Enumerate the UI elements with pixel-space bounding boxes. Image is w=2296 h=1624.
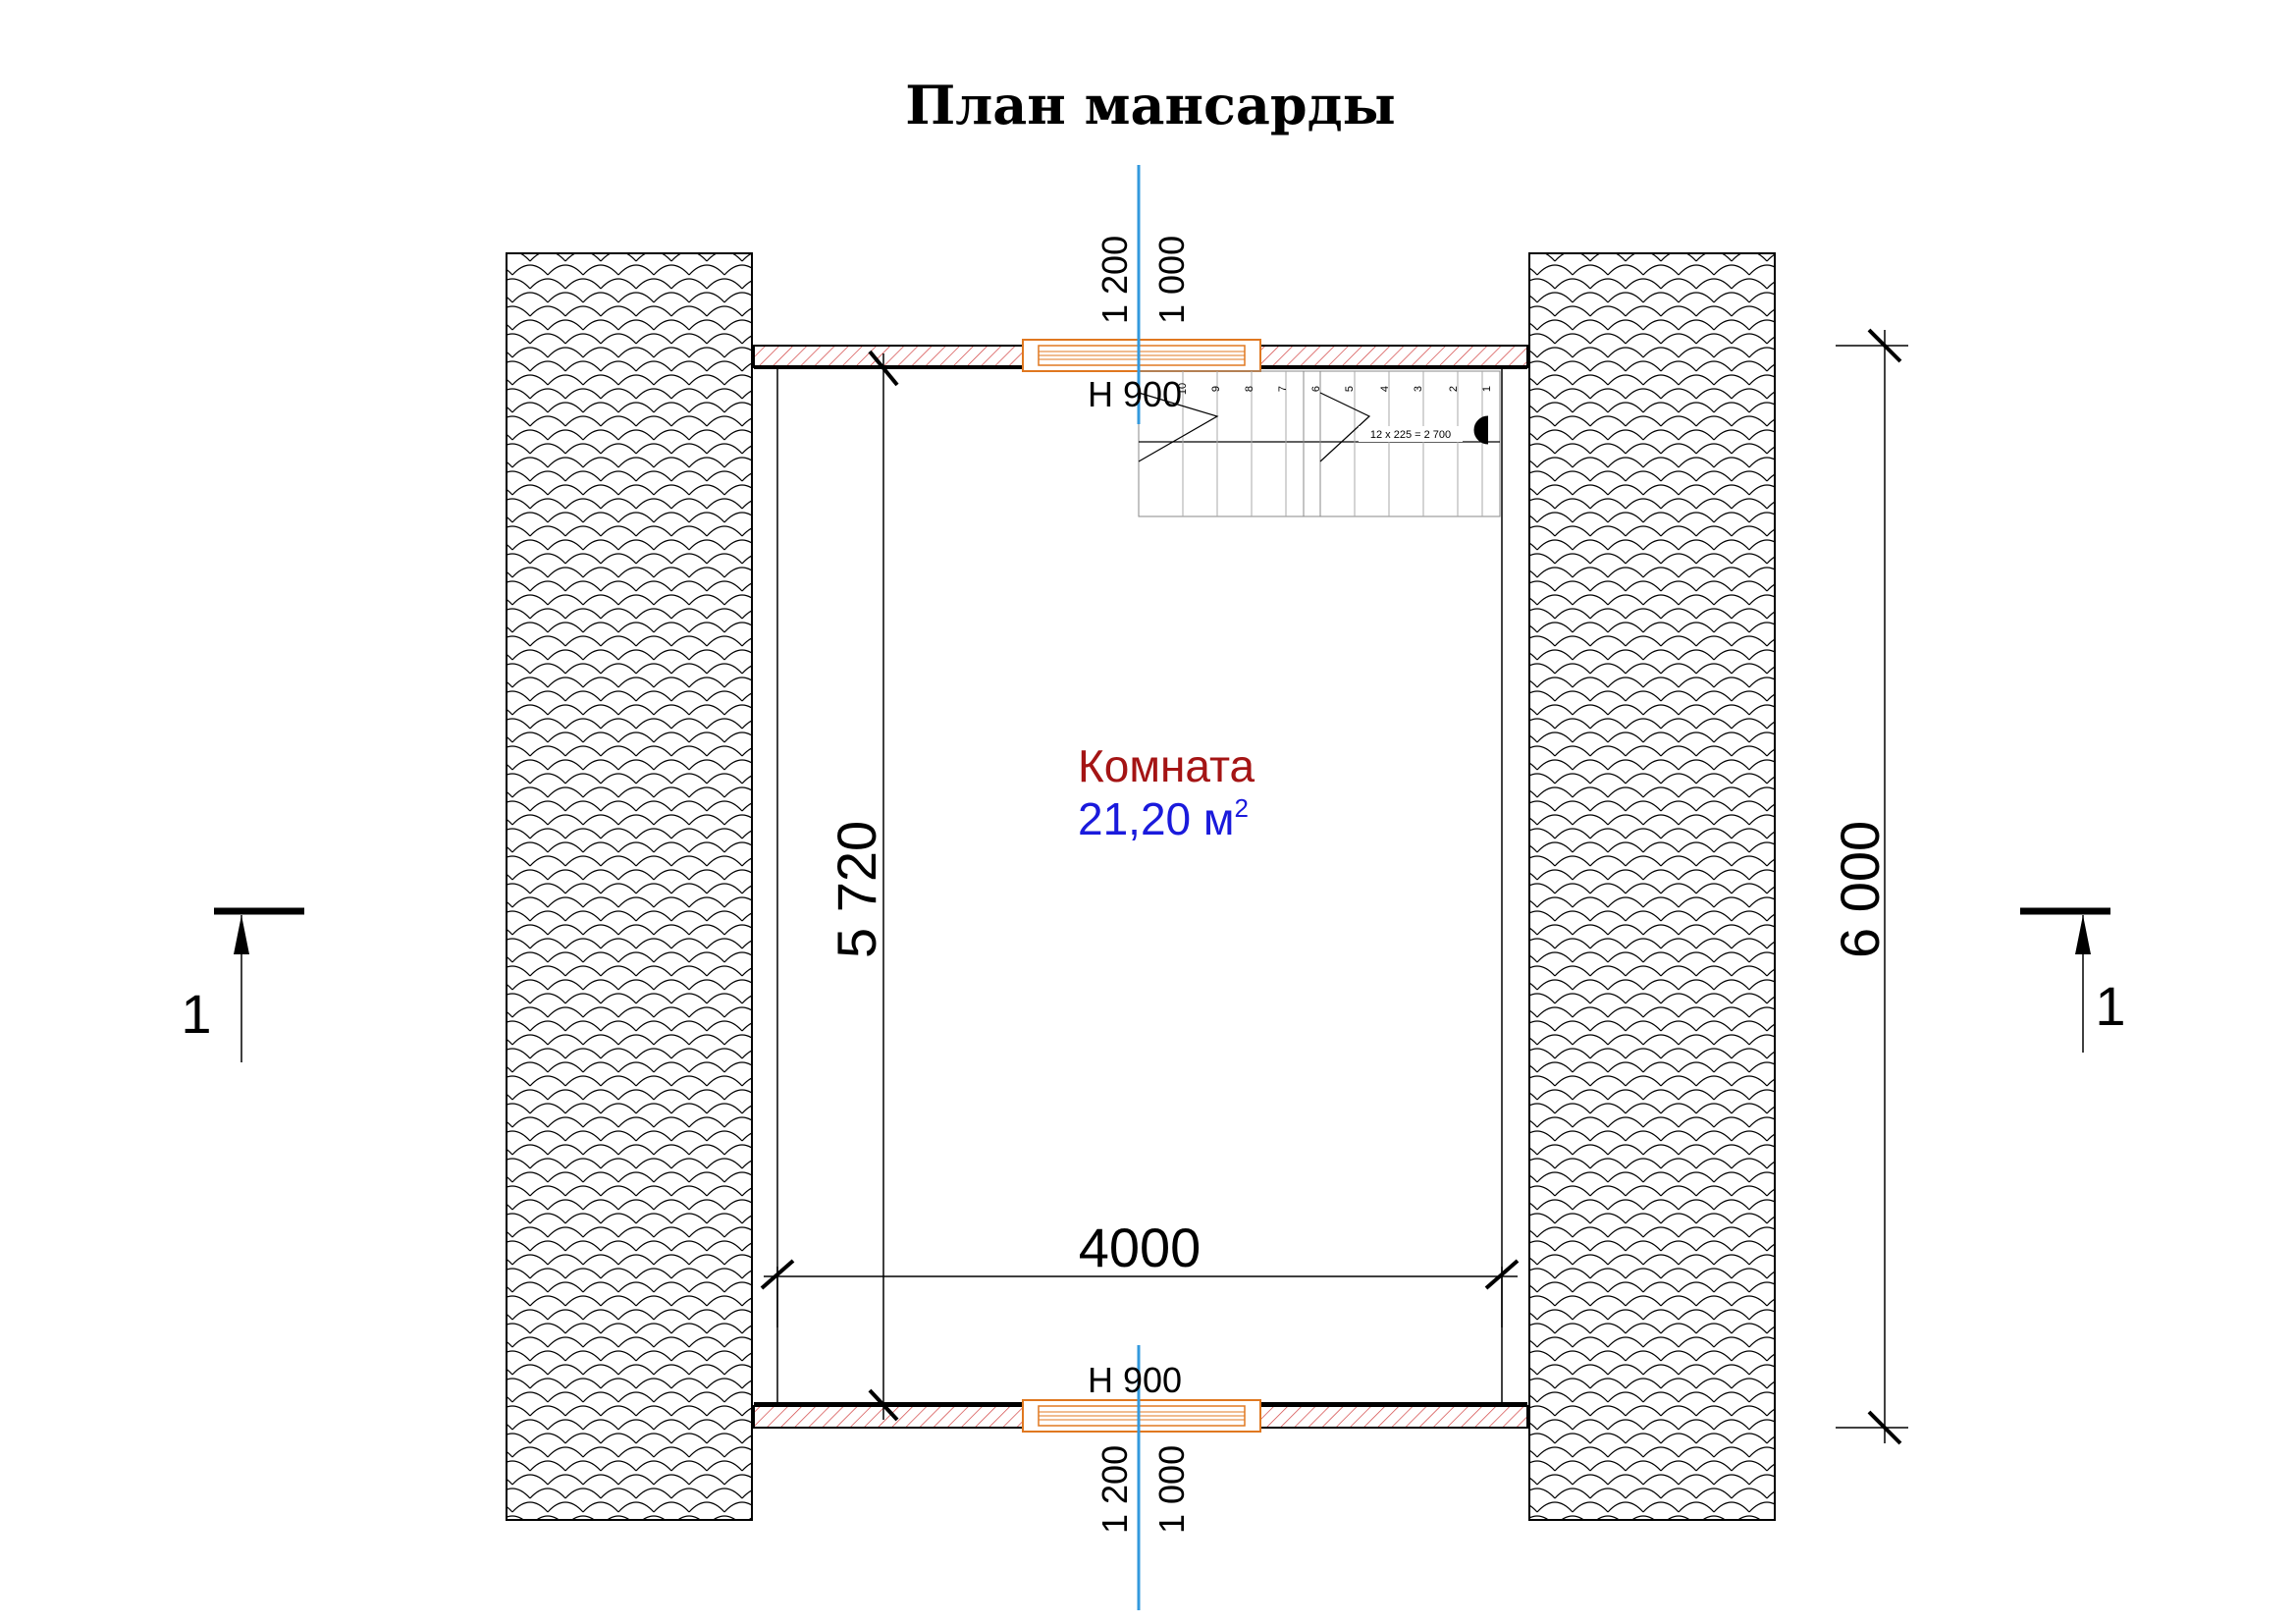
stair-step-number: 3 [1413,386,1424,392]
stair-label: 12 х 225 = 2 700 [1370,429,1451,441]
stair-step-number: 9 [1210,386,1222,392]
stair-step-number: 10 [1177,383,1189,395]
staircase: 12 х 225 = 2 700 1 2 3 4 5 6 7 8 9 10 [1138,370,1501,517]
section-mark-left [214,907,304,1062]
stair-step-number: 5 [1344,386,1356,392]
dim-outer-length-label: 6 000 [1829,821,1891,958]
dim-width [760,1259,1520,1327]
stair-step-number: 7 [1277,386,1289,392]
bottom-window-sill: Н 900 [1088,1360,1182,1400]
top-wall [753,345,1528,371]
dim-outer-length [1836,328,1908,1445]
stair-step-number: 6 [1310,386,1322,392]
bottom-window [1022,1399,1261,1433]
roof-slope-right [1528,252,1776,1521]
bottom-window-width: 1 200 [1095,1445,1135,1534]
room-area-sup: 2 [1235,793,1249,823]
section-mark-right [2020,907,2110,1053]
stair-step-number: 4 [1379,386,1391,392]
top-window-height: 1 000 [1151,236,1192,324]
stair-step-number: 8 [1244,386,1255,392]
top-window-sill: Н 900 [1088,374,1182,414]
bottom-window-height: 1 000 [1151,1445,1192,1534]
room-area: 21,20 м2 [1078,793,1249,844]
top-window [1022,339,1261,372]
roof-slope-left [506,252,753,1521]
dim-inner-length-label: 5 720 [826,821,887,958]
stair-step-numbers: 1 2 3 4 5 6 7 8 9 10 [1177,383,1493,395]
section-mark-right-label: 1 [2095,975,2125,1037]
dim-width-label: 4000 [1079,1217,1201,1278]
dim-inner-length [868,350,899,1422]
top-window-width: 1 200 [1095,236,1135,324]
stair-step-number: 1 [1481,386,1493,392]
section-mark-left-label: 1 [181,983,211,1045]
stair-step-number: 2 [1448,386,1460,392]
room-name: Комната [1078,740,1255,791]
plan-title: План мансарды [905,74,1396,136]
